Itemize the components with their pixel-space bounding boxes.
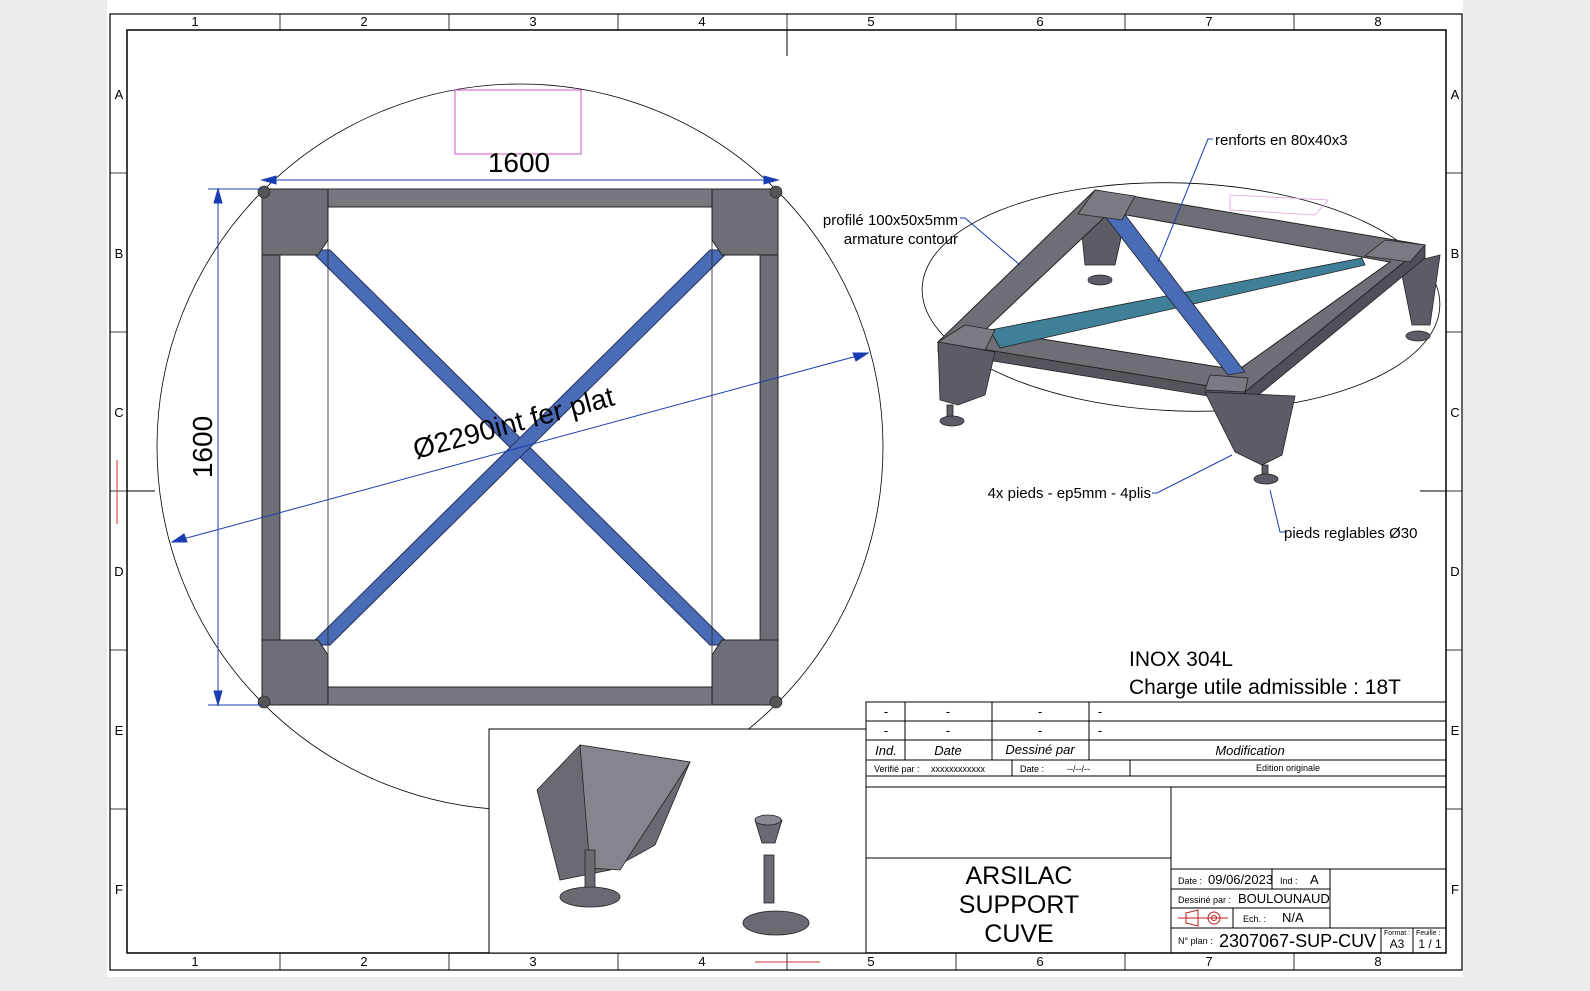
format-label: Format : xyxy=(1384,930,1410,937)
column-label: 4 xyxy=(698,14,705,29)
revision-headers: Ind. Date Dessiné par Modification xyxy=(875,742,1285,758)
verified-date-value: --/--/-- xyxy=(1067,764,1090,774)
header-modification: Modification xyxy=(1215,743,1284,758)
sheet-label: Feuille : xyxy=(1416,930,1441,937)
rev-cell: - xyxy=(1038,704,1042,719)
row-label: E xyxy=(115,723,124,738)
callout-profile-2: armature contour xyxy=(844,231,958,248)
scale-value: N/A xyxy=(1282,910,1304,925)
row-label: B xyxy=(1451,246,1460,261)
column-label: 1 xyxy=(191,954,198,969)
plan-number: 2307067-SUP-CUV xyxy=(1219,931,1376,951)
drawing-title: ARSILAC SUPPORT CUVE xyxy=(959,862,1079,948)
centering-marks xyxy=(116,460,820,963)
rev-cell: - xyxy=(884,704,888,719)
rev-cell: - xyxy=(1038,723,1042,738)
edition-text: Edition originale xyxy=(1256,763,1320,773)
row-label: D xyxy=(114,564,123,579)
revision-table xyxy=(865,701,1447,954)
rev-cell: - xyxy=(884,723,888,738)
column-label: 7 xyxy=(1205,954,1212,969)
height-dimension: 1600 xyxy=(187,416,218,478)
top-view: 1600 1600 Ø2290int fer plat xyxy=(156,83,884,811)
rev-cell: - xyxy=(1098,704,1102,719)
verified-value: xxxxxxxxxxxx xyxy=(931,764,986,774)
ind-label: Ind : xyxy=(1280,876,1298,886)
material-note: INOX 304L xyxy=(1129,648,1233,671)
dimension-lines xyxy=(170,175,870,707)
format-value: A3 xyxy=(1390,937,1405,951)
column-label: 4 xyxy=(698,954,705,969)
sheet-value: 1 / 1 xyxy=(1418,937,1442,951)
callout-pieds: 4x pieds - ep5mm - 4plis xyxy=(988,485,1151,502)
ind-value: A xyxy=(1310,872,1319,887)
row-label: A xyxy=(115,87,124,102)
callout-leaders xyxy=(960,138,1285,533)
column-label: 3 xyxy=(529,14,536,29)
row-label: F xyxy=(1451,882,1459,897)
callout-pieds-reglables: pieds reglables Ø30 xyxy=(1284,525,1417,542)
leg xyxy=(937,341,1296,485)
column-label: 5 xyxy=(867,14,874,29)
column-label: 3 xyxy=(529,954,536,969)
row-label: C xyxy=(1450,405,1459,420)
row-label: B xyxy=(115,246,124,261)
row-label: A xyxy=(1451,87,1460,102)
column-label: 1 xyxy=(191,14,198,29)
corner-plates xyxy=(261,188,779,706)
callout-profile-1: profilé 100x50x5mm xyxy=(823,212,958,229)
row-label: F xyxy=(115,882,123,897)
callout-renforts: renforts en 80x40x3 xyxy=(1215,132,1348,149)
detail-view xyxy=(488,728,867,954)
column-label: 6 xyxy=(1036,14,1043,29)
column-label: 7 xyxy=(1205,14,1212,29)
column-label: 2 xyxy=(360,954,367,969)
verified-date-label: Date : xyxy=(1020,764,1044,774)
row-label: C xyxy=(114,405,123,420)
verified-label: Verifié par : xyxy=(874,764,920,774)
column-label: 5 xyxy=(867,954,874,969)
isometric-view: renforts en 80x40x3 profilé 100x50x5mm a… xyxy=(823,132,1441,542)
width-dimension: 1600 xyxy=(488,147,550,178)
rev-cell: - xyxy=(946,704,950,719)
row-label: E xyxy=(1451,723,1460,738)
outlet-marker xyxy=(454,89,582,155)
title-line: SUPPORT xyxy=(959,891,1079,919)
column-label: 2 xyxy=(360,14,367,29)
header-ind: Ind. xyxy=(875,743,897,758)
title-line: CUVE xyxy=(984,920,1053,948)
plan-label: N° plan : xyxy=(1178,936,1213,946)
rev-cell: - xyxy=(946,723,950,738)
title-line: ARSILAC xyxy=(966,862,1073,890)
scale-label: Ech. : xyxy=(1243,914,1266,924)
row-label: D xyxy=(1450,564,1459,579)
column-label: 6 xyxy=(1036,954,1043,969)
load-note: Charge utile admissible : 18T xyxy=(1129,676,1401,699)
drawn-by-value: BOULOUNAUD xyxy=(1238,891,1330,906)
column-label: 8 xyxy=(1374,14,1381,29)
date-label: Date : xyxy=(1178,876,1202,886)
date-value: 09/06/2023 xyxy=(1208,872,1273,887)
column-label: 8 xyxy=(1374,954,1381,969)
projection-symbol-icon xyxy=(1178,909,1228,927)
header-drawn-by: Dessiné par xyxy=(1005,742,1075,757)
rev-cell: - xyxy=(1098,723,1102,738)
revision-rows: - - - - - - - - xyxy=(884,704,1102,738)
header-date: Date xyxy=(934,743,961,758)
drawn-by-label: Dessiné par : xyxy=(1178,895,1231,905)
